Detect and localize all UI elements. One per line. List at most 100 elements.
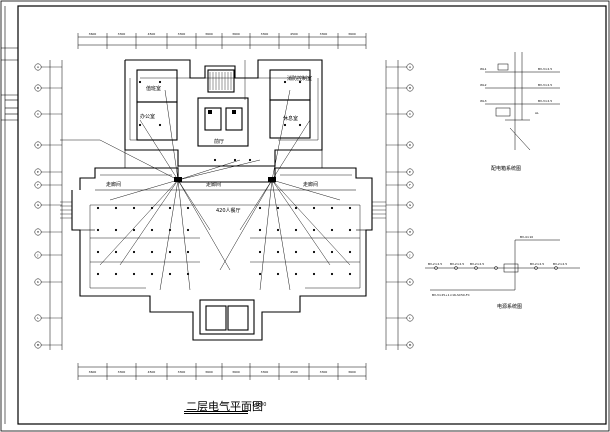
light-fixture-icon [168, 272, 172, 276]
axis-label: M [37, 343, 40, 347]
dimension-label: 3600 [89, 32, 97, 36]
title-underline-thin [184, 413, 248, 414]
light-fixture-icon [258, 250, 262, 254]
interior-walls [80, 150, 372, 231]
stair-hatch [60, 72, 386, 219]
axis-label: K [37, 280, 40, 284]
sheet-frame [17, 5, 607, 425]
light-fixture-icon [283, 80, 287, 84]
light-fixture-icon [348, 272, 352, 276]
svg-text:BV-2×2.5: BV-2×2.5 [470, 262, 484, 266]
svg-text:AL: AL [535, 111, 539, 115]
title-underline [184, 411, 248, 412]
dimension-label: 3300 [261, 32, 269, 36]
svg-text:BV-3×2.5: BV-3×2.5 [538, 83, 552, 87]
svg-text:BV-2×2.5: BV-2×2.5 [450, 262, 464, 266]
axis-label: B [37, 86, 39, 90]
svg-text:BV-3×25+1×16-SC50-FC: BV-3×25+1×16-SC50-FC [432, 293, 470, 297]
riser-caption: 配电箱系统图 [491, 166, 522, 172]
light-fixture-icon [186, 272, 190, 276]
light-fixture-icon [312, 206, 316, 210]
light-fixture-icon [168, 250, 172, 254]
dimension-label: 3600 [89, 370, 97, 374]
room-label: 消防控制室 [287, 75, 312, 82]
light-fixture-icon [132, 206, 136, 210]
light-fixture-icon [348, 228, 352, 232]
light-fixture-icon [186, 206, 190, 210]
light-fixture-icon [168, 206, 172, 210]
light-fixture-icon [276, 206, 280, 210]
svg-text:BV-2×2.5: BV-2×2.5 [428, 262, 442, 266]
axis-label: H [409, 230, 411, 234]
light-fixture-icon [168, 228, 172, 232]
light-fixture-icon [150, 272, 154, 276]
axis-label: L [409, 316, 411, 320]
dimension-label: 3600 [348, 370, 356, 374]
axis-label: E [409, 170, 411, 174]
light-fixture-icon [276, 250, 280, 254]
room-label: 走廊间 [106, 181, 121, 188]
drawing-scale: 1:100 [252, 402, 267, 408]
axis-label: G [409, 203, 412, 207]
svg-text:BV-3×2.5: BV-3×2.5 [538, 67, 552, 71]
axis-label: J [409, 253, 411, 257]
dimension-label: 4500 [148, 32, 156, 36]
light-fixture-icon [294, 228, 298, 232]
axis-label: J [37, 253, 39, 257]
drawing-title: 二层电气平面图 [186, 400, 263, 413]
svg-text:WL2: WL2 [480, 83, 487, 87]
system-diagram [425, 239, 580, 291]
dimension-label: 3600 [232, 370, 240, 374]
axis-label: H [37, 230, 39, 234]
axis-label: C [409, 112, 411, 116]
axis-label: B [409, 86, 411, 90]
light-fixture-icon [258, 272, 262, 276]
light-fixture-icon [114, 206, 118, 210]
light-fixture-icon [132, 272, 136, 276]
riser-diagram [485, 52, 560, 151]
light-fixture-icon [114, 250, 118, 254]
axis-label: A [409, 65, 412, 69]
light-fixture-icon [312, 228, 316, 232]
light-fixture-icon [294, 250, 298, 254]
light-fixture-icon [150, 250, 154, 254]
wiring-runs [89, 60, 361, 289]
light-fixture-icon [186, 228, 190, 232]
light-fixture-icon [132, 228, 136, 232]
light-fixture-icon [312, 250, 316, 254]
dimension-label: 3300 [118, 370, 126, 374]
svg-text:WL3: WL3 [480, 99, 487, 103]
light-fixture-icon [114, 272, 118, 276]
dimension-label: 3600 [232, 32, 240, 36]
axis-label: D [37, 143, 40, 147]
light-fixture-icon [348, 206, 352, 210]
wiring-radial [60, 89, 351, 291]
dimension-label: 3600 [348, 32, 356, 36]
light-fixture-icon [258, 206, 262, 210]
light-fixture-icon [158, 123, 162, 127]
axis-label: M [409, 343, 412, 347]
axis-label: A [37, 65, 40, 69]
light-fixture-icon [186, 250, 190, 254]
room-labels: 值班室 办公室 消防控制室 休息室 前厅 走廊间 走廊间 走廊间 420人餐厅 [106, 75, 318, 214]
light-fixture-icon [213, 158, 217, 162]
title-strip [1, 6, 18, 424]
light-fixture-icon [96, 272, 100, 276]
dimension-label: 3300 [320, 370, 328, 374]
svg-text:BV-4×10: BV-4×10 [520, 235, 533, 239]
room-label: 休息室 [283, 115, 298, 122]
system-caption: 电源系统图 [497, 304, 523, 310]
svg-text:WL1: WL1 [480, 67, 487, 71]
light-fixture-icon [330, 206, 334, 210]
light-fixture-icon [294, 272, 298, 276]
dimension-top [77, 33, 367, 49]
axis-label: F [37, 183, 39, 187]
light-fixture-icon [283, 123, 287, 127]
light-fixture-icon [298, 123, 302, 127]
light-fixture-icon [298, 80, 302, 84]
